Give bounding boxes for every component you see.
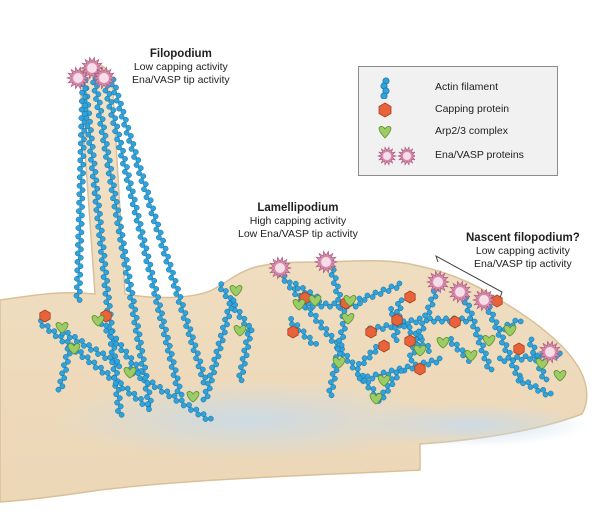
legend: Actin filament Capping protein Arp2/3 co… xyxy=(358,66,558,176)
lamellipodium-line1: High capping activity xyxy=(249,215,347,227)
capping-protein xyxy=(513,342,525,356)
ena-vasp-protein xyxy=(314,250,338,274)
arp23-complex xyxy=(436,337,450,349)
lamellipodium-line2: Low Ena/VASP tip activity xyxy=(238,228,358,240)
capping-protein-icon xyxy=(378,102,392,118)
actin-filament xyxy=(407,277,445,364)
arp23-complex xyxy=(233,325,247,337)
actin-filament xyxy=(236,327,255,384)
ena-vasp-legend-star-b xyxy=(397,146,415,166)
nascent-filopodium-label: Nascent filopodium? Low capping activity… xyxy=(466,232,580,271)
nascent-line1: Low capping activity xyxy=(475,245,570,257)
capping-protein xyxy=(287,325,299,339)
arp23-complex xyxy=(553,370,567,382)
capping-proteins xyxy=(39,290,525,376)
arp23-complex xyxy=(55,322,69,334)
arp23-complex xyxy=(123,367,137,379)
ena-vasp-protein xyxy=(426,270,450,294)
nascent-bracket xyxy=(435,254,503,299)
actin-filament xyxy=(108,76,209,386)
arp23-complex xyxy=(377,375,391,387)
filopodium-label: Filopodium Low capping activity Ena/VASP… xyxy=(132,48,230,87)
capping-protein xyxy=(39,309,51,323)
legend-item-ena-vasp: Ena/VASP proteins xyxy=(359,145,557,167)
capping-protein xyxy=(491,294,503,308)
actin-filament xyxy=(375,368,405,402)
arp23-complex xyxy=(308,295,322,307)
arp23-complex xyxy=(341,313,355,325)
nascent-title: Nascent filopodium? xyxy=(466,232,580,244)
capping-protein xyxy=(404,290,416,304)
arp23-complex xyxy=(413,345,427,357)
capping-protein xyxy=(404,334,416,348)
arp23-complex xyxy=(186,391,200,403)
capping-protein xyxy=(378,339,390,353)
arp23-complex xyxy=(464,350,478,362)
filopodium-title: Filopodium xyxy=(149,48,212,60)
ena-vasp-legend-star-a xyxy=(377,146,397,166)
ena-vasp-protein xyxy=(92,66,116,90)
actin-filament xyxy=(90,74,154,409)
arp23-complex xyxy=(369,393,383,405)
arp23-complex xyxy=(482,335,496,347)
legend-label-capping: Capping protein xyxy=(435,103,510,115)
arp23-complex xyxy=(292,299,306,311)
actin-filament xyxy=(517,375,554,398)
actin-filament-icon xyxy=(380,77,390,99)
ena-vasp-protein xyxy=(448,280,472,304)
capping-protein xyxy=(449,315,461,329)
lamellipodium-title: Lamellipodium xyxy=(257,202,339,214)
ena-vasp-protein xyxy=(268,256,292,280)
capping-protein xyxy=(365,325,377,339)
ena-vasp-protein-icon xyxy=(377,146,415,166)
legend-item-actin: Actin filament xyxy=(359,77,557,99)
ena-vasp-proteins xyxy=(66,56,562,364)
cell-shading-right xyxy=(350,403,590,447)
lamellipodium-label: Lamellipodium High capping activity Low … xyxy=(238,202,358,241)
arp23-complex-icon xyxy=(378,126,392,139)
ena-vasp-protein xyxy=(472,288,496,312)
arp23-complex xyxy=(503,325,517,337)
filopodium-line2: Ena/VASP tip activity xyxy=(132,74,230,86)
nascent-line2: Ena/VASP tip activity xyxy=(474,258,572,270)
arp23-complex xyxy=(332,357,346,369)
actin-filament xyxy=(200,297,237,403)
legend-item-arp23: Arp2/3 complex xyxy=(359,121,557,143)
arp23-complex xyxy=(67,343,81,355)
capping-protein xyxy=(414,362,426,376)
legend-label-ena-vasp: Ena/VASP proteins xyxy=(435,149,524,161)
actin-filament xyxy=(326,317,350,399)
ena-vasp-protein xyxy=(538,340,562,364)
arp23-complex xyxy=(343,295,357,307)
legend-label-actin: Actin filament xyxy=(435,81,499,93)
arp23-complex xyxy=(91,315,105,327)
legend-label-arp23: Arp2/3 complex xyxy=(435,125,508,137)
filopodium-line1: Low capping activity xyxy=(133,61,228,73)
capping-protein xyxy=(391,313,403,327)
arp23-complex xyxy=(229,285,243,297)
actin-filament xyxy=(356,280,403,303)
actin-filament xyxy=(98,316,145,374)
actin-filament xyxy=(57,325,123,370)
arp23-complexes xyxy=(55,285,567,405)
legend-item-capping: Capping protein xyxy=(359,99,557,121)
actin-filament xyxy=(38,317,152,413)
actin-filament xyxy=(73,77,89,303)
